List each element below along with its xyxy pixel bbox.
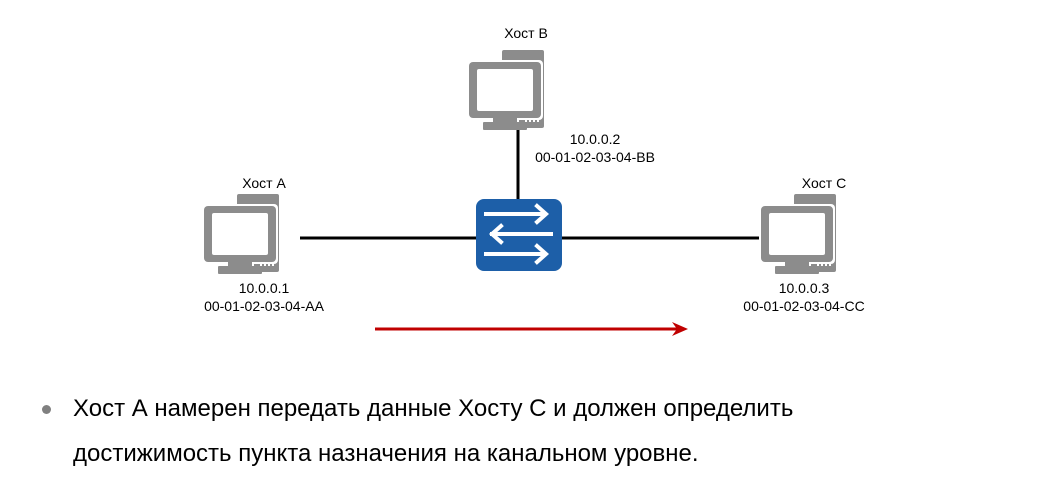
host-c-computer-icon [759,194,836,274]
switch-icon [476,199,562,271]
host-b-computer-icon [467,50,544,130]
bullet-text-line-2: достижимость пункта назначения на каналь… [73,440,699,467]
bullet-text-line-1: Хост А намерен передать данные Хосту С и… [73,395,794,422]
host-c-name: Хост C [801,175,847,191]
host-a-name: Хост А [242,175,286,191]
arrow-right-icon [375,322,688,336]
host-a-computer-icon [202,194,279,274]
host-c-ip: 10.0.0.3 [778,280,830,296]
host-b-ip: 10.0.0.2 [569,131,621,147]
host-b-mac: 00-01-02-03-04-BB [535,149,655,165]
host-b-name: Хост B [504,25,548,41]
host-c-mac: 00-01-02-03-04-CC [743,298,865,314]
host-a-ip: 10.0.0.1 [238,280,290,296]
bullet-icon [42,405,51,414]
host-a-mac: 00-01-02-03-04-AA [204,298,324,314]
